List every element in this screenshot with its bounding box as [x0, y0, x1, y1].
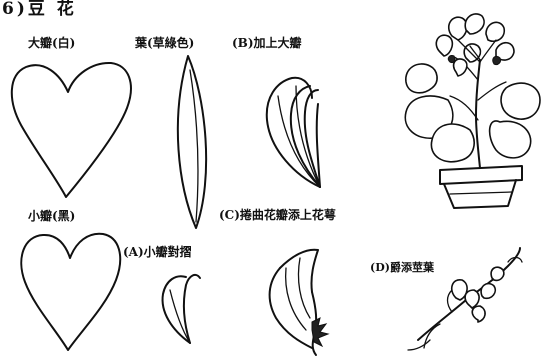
label-small-petal: 小瓣(黑) — [28, 209, 76, 223]
label-step-d: (D)爵添莖葉 — [370, 261, 434, 274]
label-leaf: 葉(草綠色) — [135, 36, 195, 50]
label-big-petal: 大瓣(白) — [28, 36, 76, 50]
label-step-b: (B)加上大瓣 — [232, 36, 302, 50]
label-step-c: (C)捲曲花瓣添上花萼 — [219, 208, 336, 222]
diagram-title: 6)豆 花 — [2, 0, 77, 19]
label-step-a: (A)小瓣對摺 — [123, 245, 192, 259]
